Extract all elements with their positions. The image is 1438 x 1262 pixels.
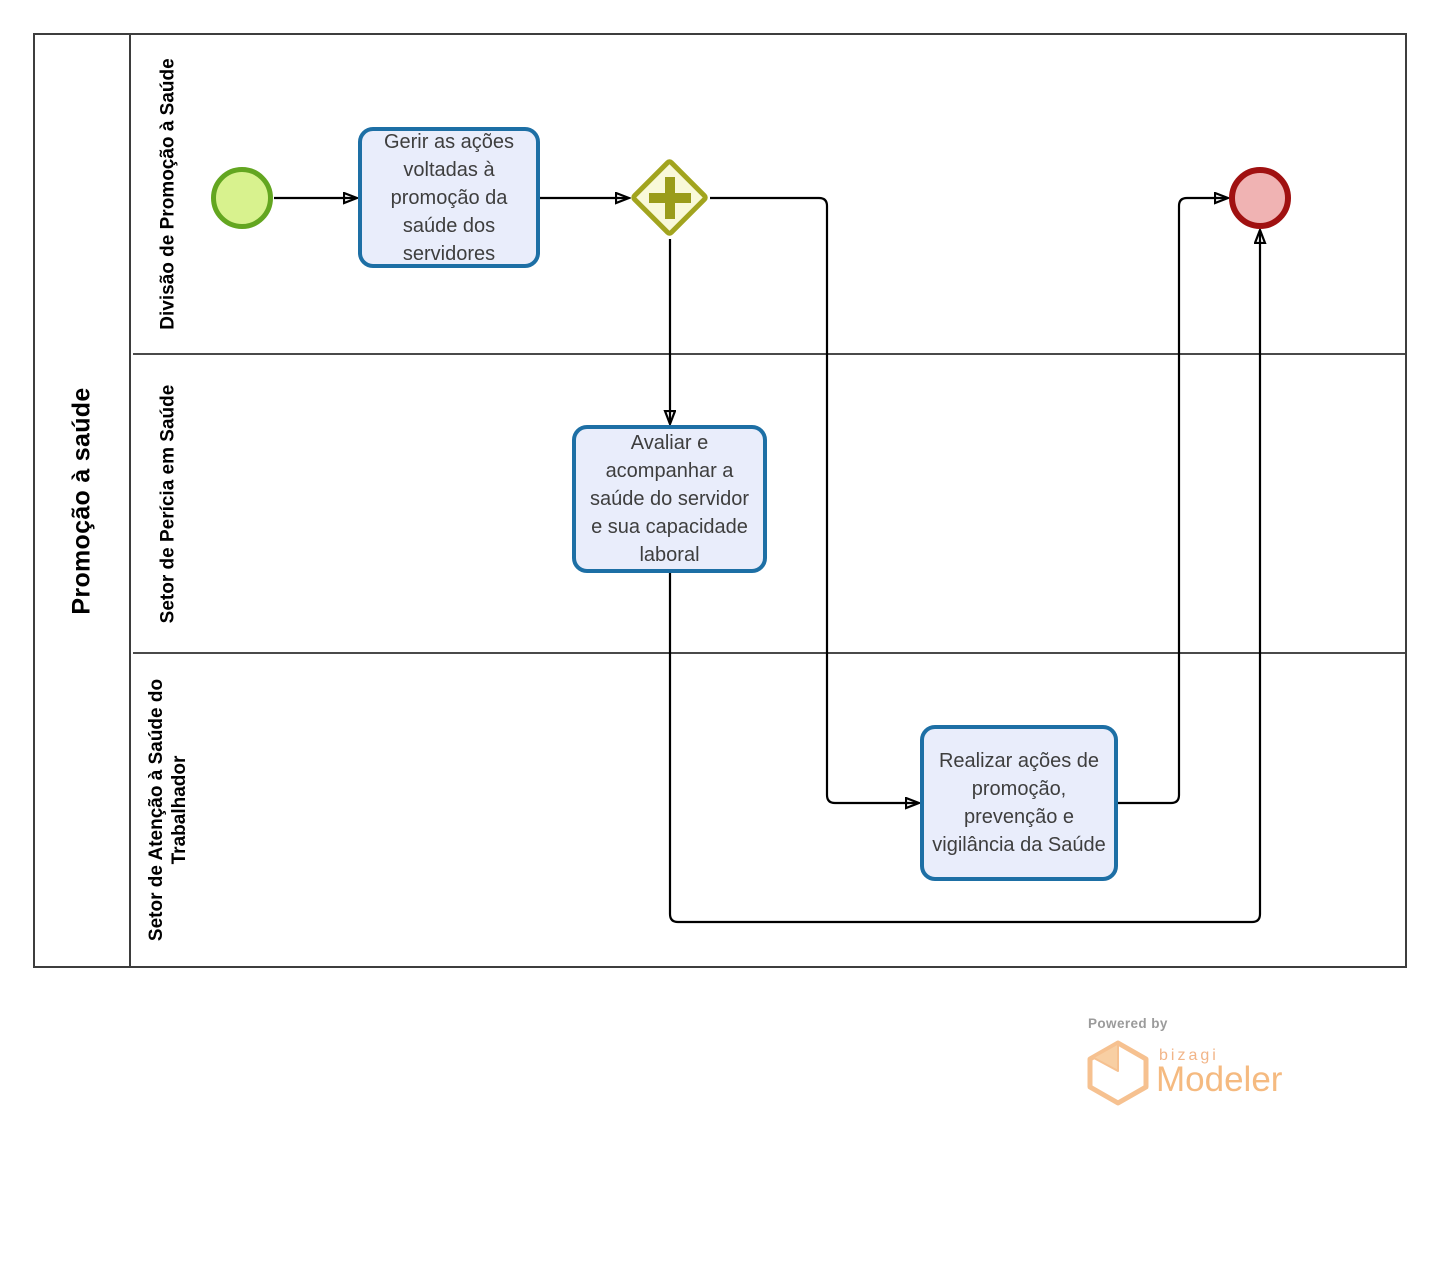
powered-by-label: Powered by [1088, 1016, 1168, 1031]
flow-realizar-to-end [1118, 198, 1227, 805]
task-gerir-acoes[interactable]: Gerir as ações voltadas à promoção da sa… [358, 127, 540, 268]
task-label: Realizar ações de promoção, prevenção e … [932, 750, 1106, 856]
lane-setor-atencao-saude-trabalhador: Setor de Atenção à Saúde do Trabalhador [133, 652, 1405, 966]
task-label: Avaliar e acompanhar a saúde do servidor… [590, 432, 749, 566]
start-event[interactable] [211, 167, 273, 229]
flow-avaliar-to-end [668, 231, 1260, 924]
bizagi-watermark: Powered by bizagi Modeler [1085, 1014, 1365, 1124]
lane-setor-pericia-saude: Setor de Perícia em Saúde [133, 353, 1405, 652]
task-avaliar-acompanhar[interactable]: Avaliar e acompanhar a saúde do servidor… [572, 425, 767, 573]
bizagi-logo-icon [1087, 1040, 1149, 1106]
parallel-gateway[interactable] [629, 157, 710, 238]
plus-icon [665, 177, 675, 219]
bizagi-brand-label: bizagi [1159, 1047, 1219, 1064]
modeler-product-label: Modeler [1156, 1060, 1283, 1099]
task-label: Gerir as ações voltadas à promoção da sa… [383, 130, 515, 265]
task-realizar-acoes[interactable]: Realizar ações de promoção, prevenção e … [920, 725, 1118, 881]
flow-gateway-to-realizar [710, 196, 918, 803]
end-event[interactable] [1229, 167, 1291, 229]
pool-title-strip: Promoção à saúde [35, 35, 131, 966]
